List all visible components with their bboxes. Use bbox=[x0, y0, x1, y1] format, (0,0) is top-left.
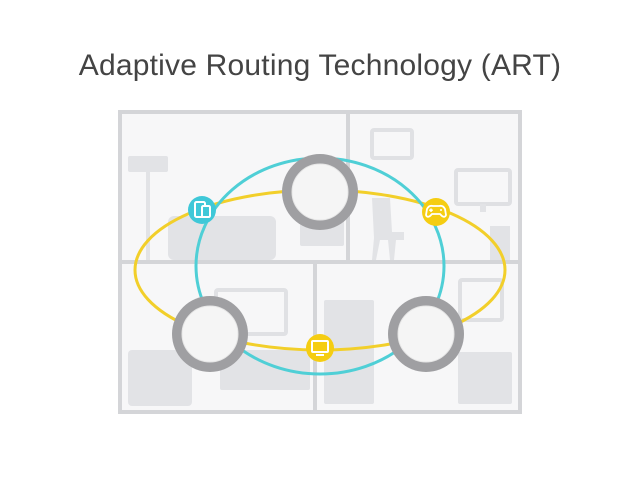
cabinet-lower bbox=[220, 350, 310, 390]
lamp-shade bbox=[128, 156, 168, 172]
wall-frame bbox=[370, 128, 414, 160]
window-lower bbox=[458, 278, 504, 322]
fridge bbox=[324, 300, 374, 404]
sofa-upper bbox=[168, 216, 276, 260]
gamepad-icon bbox=[422, 198, 450, 226]
lamp-pole bbox=[146, 172, 150, 260]
oven bbox=[458, 352, 512, 404]
page-title: Adaptive Routing Technology (ART) bbox=[78, 49, 562, 82]
shelf-right bbox=[490, 226, 510, 260]
phone-tablet-icon bbox=[188, 196, 216, 224]
tv-stand bbox=[480, 204, 486, 212]
sofa-lower bbox=[128, 350, 192, 406]
tv-icon bbox=[306, 334, 334, 362]
top-router bbox=[282, 154, 358, 230]
left-router bbox=[172, 296, 248, 372]
chair bbox=[372, 198, 404, 260]
right-router bbox=[388, 296, 464, 372]
